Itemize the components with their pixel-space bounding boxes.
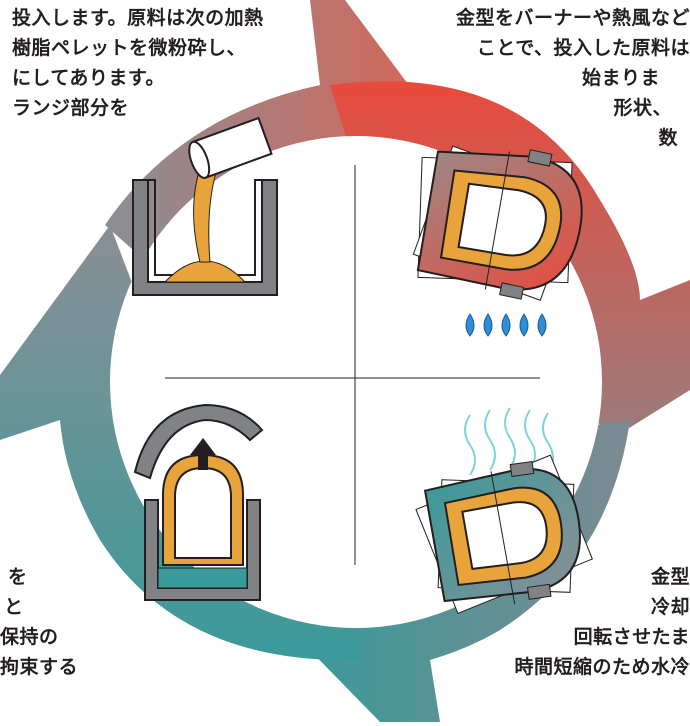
text-line: 数: [658, 127, 678, 149]
flame-icon: [465, 313, 547, 337]
cycle-arrow-right: [330, 81, 690, 440]
text-bottom-right: 金型 冷却 回転させたま 時間短縮のため水冷: [514, 562, 690, 682]
heating-mold-icon: [412, 145, 583, 301]
text-line: 拘束する: [0, 656, 79, 678]
pour-material-icon: [132, 116, 278, 296]
cooling-mold-icon: [415, 454, 594, 614]
text-top-left: 投入します。原料は次の加熱 樹脂ペレットを微粉砕し、 にしてあります。 ランジ部…: [12, 3, 264, 123]
text-line: ことで、投入した原料は: [476, 37, 690, 59]
text-line: 保持の: [0, 626, 59, 648]
text-bottom-left: を と 保持の 拘束する: [0, 562, 78, 682]
text-top-right: 金型をバーナーや熱風など ことで、投入した原料は 始まりま 形状、 数: [456, 3, 690, 153]
text-line: 金型: [650, 566, 690, 588]
text-line: を: [8, 566, 28, 588]
text-line: 始まりま: [581, 67, 660, 89]
text-line: 時間短縮のため水冷: [514, 656, 690, 678]
cycle-arrow-left: [0, 225, 360, 661]
text-line: にしてあります。: [12, 67, 165, 89]
text-line: 樹脂ペレットを微粉砕し、: [12, 37, 247, 59]
text-line: 金型をバーナーや熱風など: [455, 7, 690, 29]
text-line: と: [4, 596, 24, 618]
text-line: ランジ部分を: [12, 97, 130, 119]
text-line: 投入します。原料は次の加熱: [12, 7, 264, 29]
text-line: 冷却: [650, 596, 690, 618]
text-line: 回転させたま: [573, 626, 690, 648]
text-line: 形状、: [613, 97, 672, 119]
demold-icon: [133, 403, 264, 601]
